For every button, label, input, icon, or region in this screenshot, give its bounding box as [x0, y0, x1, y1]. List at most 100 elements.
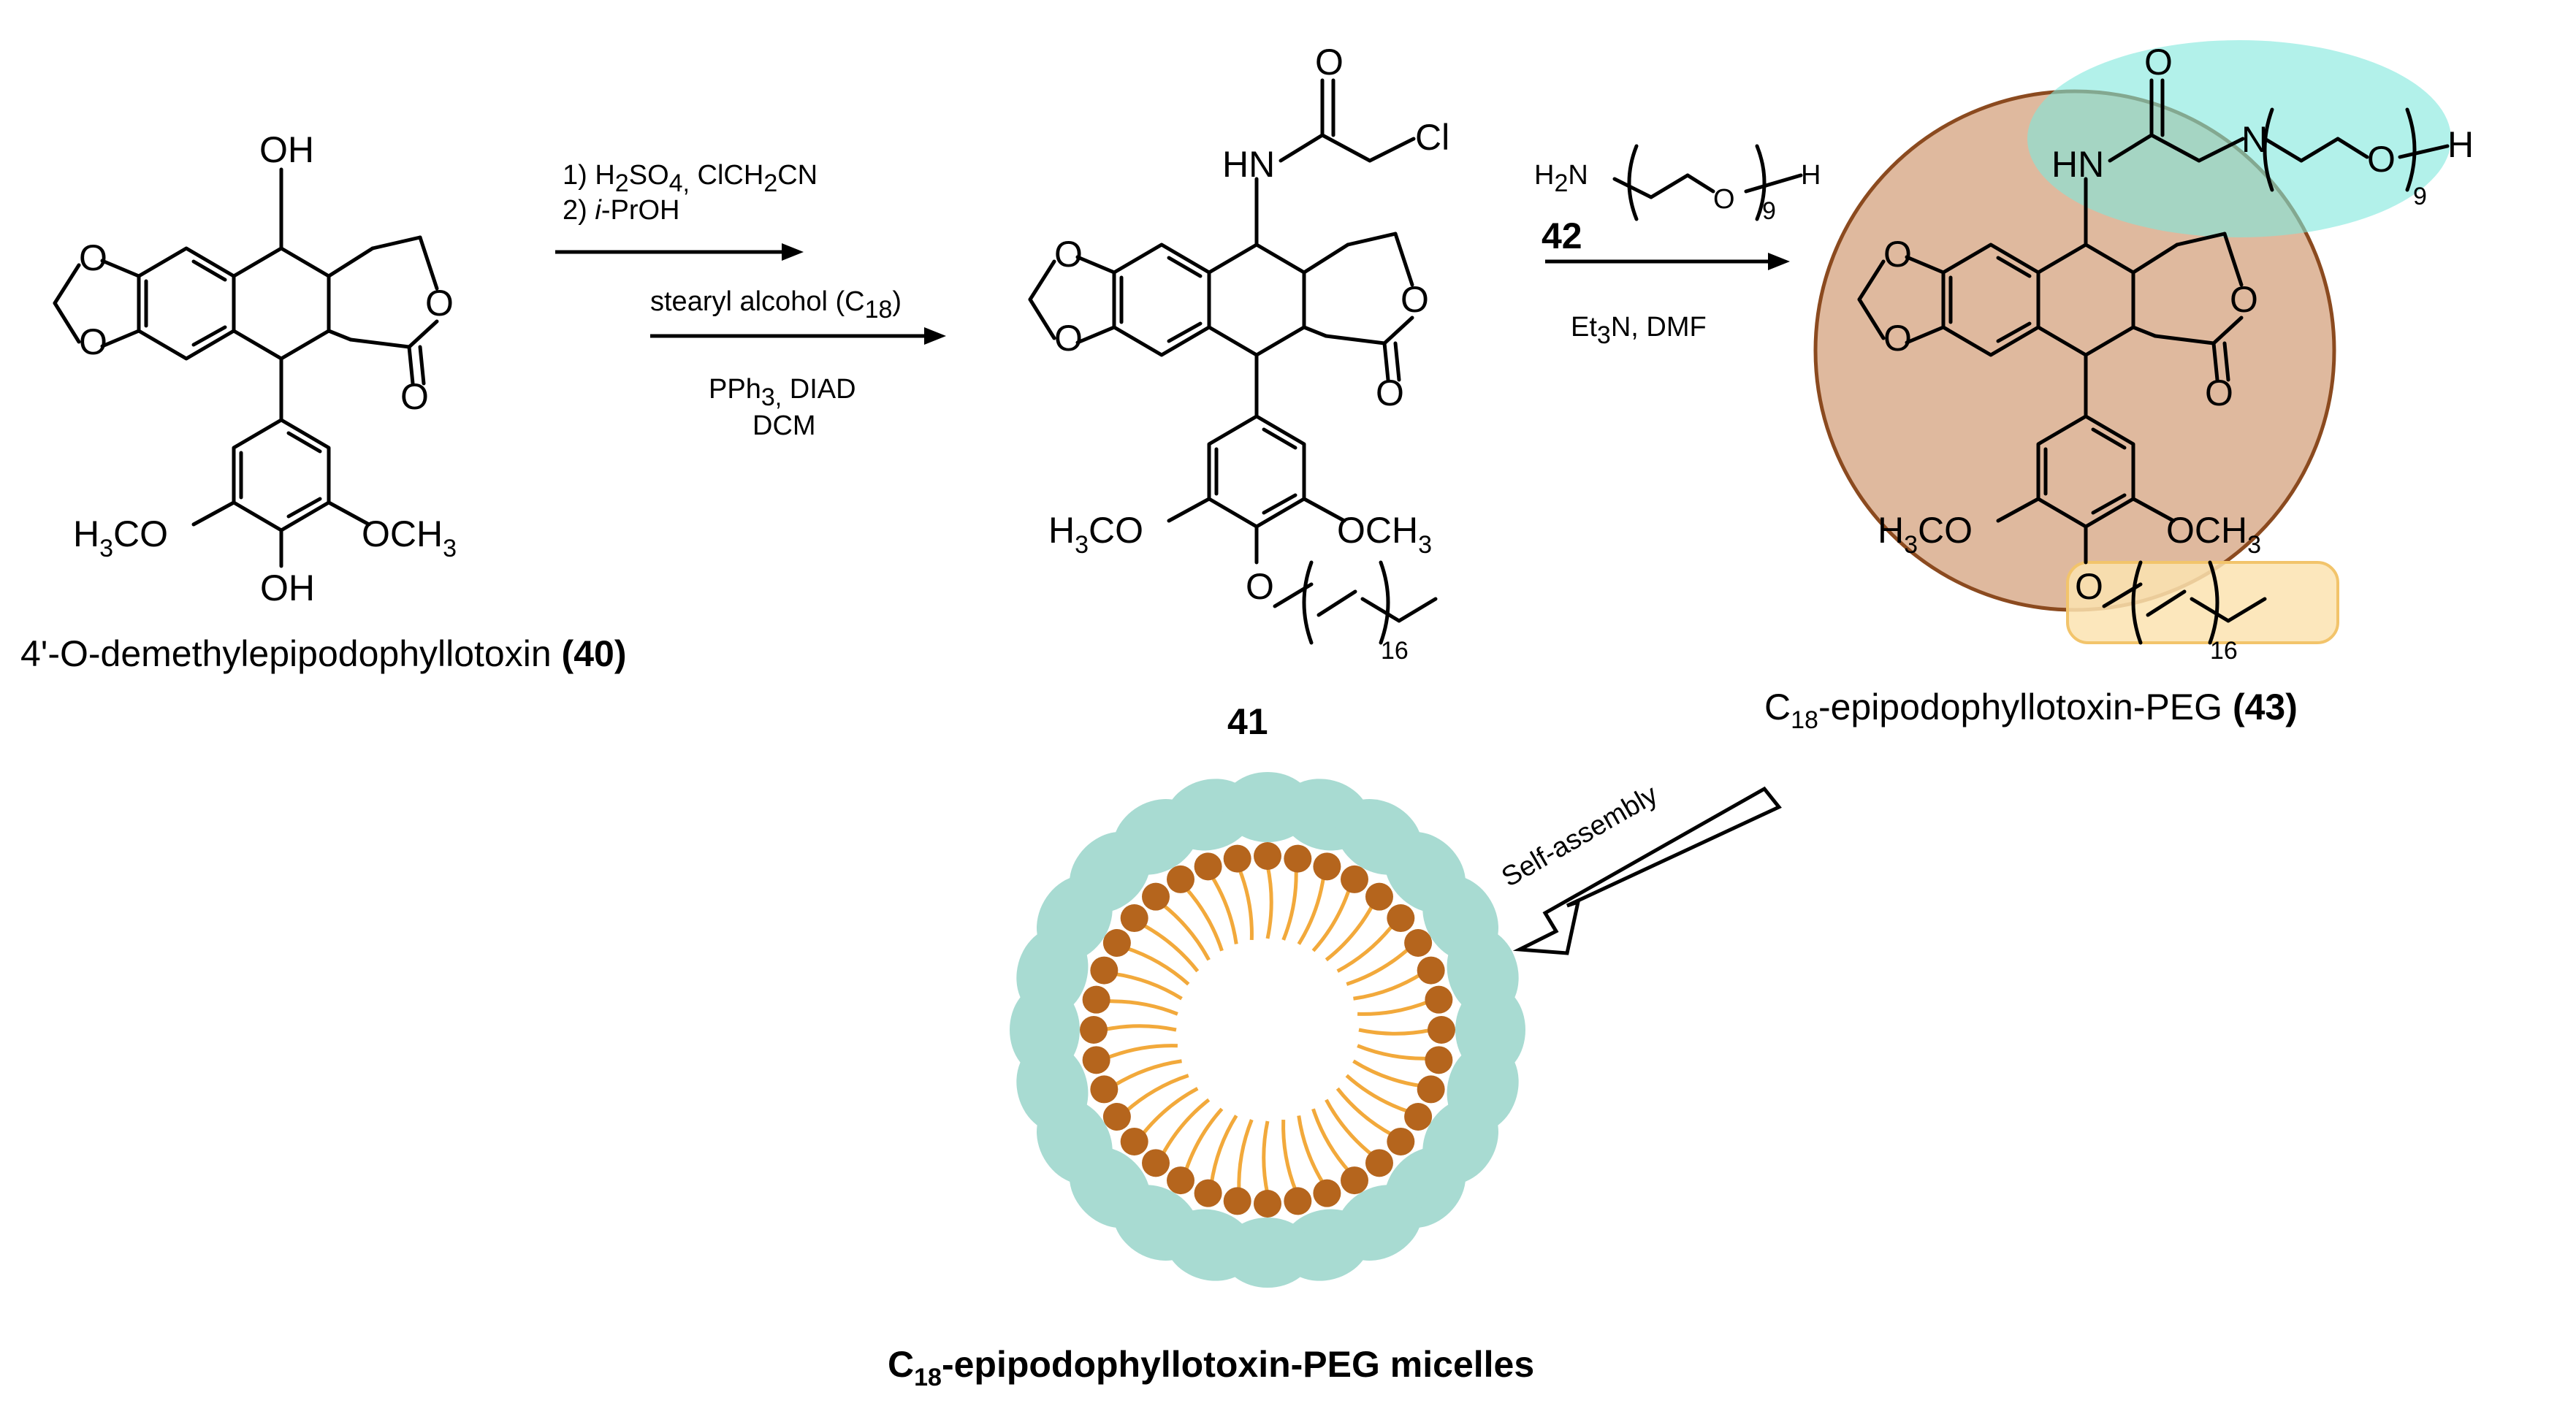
o-carbonyl-41: O [1376, 372, 1404, 413]
polar-head [1425, 985, 1453, 1014]
o-ether-43: O [2075, 566, 2103, 607]
polar-head [1120, 1127, 1148, 1155]
polar-head [1090, 1075, 1119, 1104]
hydrophobic-tail [1336, 922, 1395, 973]
o-amide-41: O [1315, 42, 1344, 83]
polar-head [1284, 1187, 1312, 1215]
o-lactone-41: O [1401, 279, 1429, 320]
h3co-40: H3CO [73, 513, 168, 562]
polar-head [1387, 1127, 1415, 1155]
polar-head [1254, 1190, 1281, 1218]
compound-40-caption: 4'-O-demethylepipodophyllotoxin (40) [20, 633, 626, 674]
compound-43-structure [1857, 78, 2450, 645]
compound-43-caption: C18-epipodophyllotoxin-PEG (43) [1764, 687, 2298, 734]
polar-head [1365, 1149, 1393, 1177]
polar-head [1082, 985, 1110, 1014]
polar-head [1194, 1179, 1222, 1207]
o-dioxole-bottom-40: O [79, 321, 107, 362]
o-dioxole-bottom-43: O [1883, 318, 1912, 359]
o-42: O [1713, 184, 1735, 215]
cl-41: Cl [1415, 117, 1449, 158]
hydrophobic-tail [1160, 902, 1211, 961]
hydrophobic-tail [1345, 1074, 1411, 1114]
self-assembly-arrow [1512, 786, 1782, 955]
h3co-41: H3CO [1048, 510, 1143, 559]
polar-head [1194, 852, 1222, 881]
polar-head [1417, 1075, 1445, 1104]
polar-head [1167, 865, 1194, 893]
reagent-42-label: 42 [1542, 215, 1582, 256]
polar-head [1425, 1046, 1453, 1074]
polar-head [1341, 865, 1368, 893]
hydrophobic-tail [1124, 946, 1190, 986]
step2-reagent-top: stearyl alcohol (C18) [650, 286, 902, 324]
step2-reagent-bottom2: DCM [752, 410, 816, 441]
hydrophobic-tail [1358, 1028, 1433, 1036]
och3-41: OCH3 [1337, 510, 1432, 559]
o-lactone-40: O [425, 283, 454, 324]
hydrophobic-tail [1140, 1087, 1199, 1137]
polar-head [1387, 904, 1415, 933]
polar-head [1341, 1166, 1368, 1195]
hydrophobic-tail [1184, 1107, 1224, 1173]
polar-head [1090, 956, 1119, 985]
o-carbonyl-43: O [2205, 372, 2233, 413]
hydrophobic-tail [1311, 1108, 1352, 1174]
step1-arrow [555, 243, 804, 261]
step2-reagent-bottom1: PPh3, DIAD [709, 374, 856, 411]
polar-head [1254, 842, 1281, 870]
step3-conditions: Et3N, DMF [1571, 312, 1707, 349]
hydrophobic-tail [1105, 999, 1178, 1016]
repeat-16-41: 16 [1381, 637, 1409, 665]
step1-line1: 1) H2SO4, ClCH2CN [563, 160, 818, 197]
och3-43: OCH3 [2166, 510, 2261, 559]
h-42: H [1801, 160, 1821, 191]
repeat-16-43: 16 [2210, 637, 2238, 665]
hydrophobic-tail [1281, 868, 1298, 941]
hydrophobic-tail [1357, 999, 1430, 1016]
reagent-42-structure [1612, 144, 1803, 221]
hydrophobic-tail [1335, 1087, 1395, 1137]
hydrophobic-tail [1140, 922, 1200, 973]
hydrophobic-tail [1297, 1115, 1326, 1185]
hydrophobic-tail [1265, 865, 1273, 939]
o-dioxole-top-43: O [1883, 234, 1912, 275]
step1-line2: 2) i-PrOH [563, 195, 679, 226]
hydrophobic-tail [1124, 1074, 1189, 1114]
polar-head [1142, 1149, 1170, 1177]
step3-arrow [1545, 253, 1790, 270]
micelle-caption: C18-epipodophyllotoxin-PEG micelles [888, 1344, 1534, 1391]
polar-head [1313, 1179, 1341, 1207]
hydrophobic-tail [1325, 903, 1375, 962]
h-terminal-43: H [2447, 124, 2474, 165]
o-carbonyl-40: O [400, 376, 429, 417]
compound-43-atoms: O HN N O H 9 O O O O H3CO OCH3 O 16 [1878, 42, 2474, 665]
hydrophobic-tail [1184, 886, 1224, 952]
hydrophobic-tail [1237, 867, 1254, 940]
h2n-42: H2N [1534, 160, 1588, 197]
hydrophobic-tail [1353, 971, 1423, 1001]
o-dioxole-top-41: O [1054, 234, 1083, 275]
hydrophobic-tail [1346, 946, 1411, 986]
hydrophobic-tail [1325, 1099, 1375, 1158]
compound-41-label: 41 [1227, 701, 1268, 742]
o-lactone-43: O [2230, 279, 2258, 320]
polar-head [1284, 844, 1312, 873]
hydrophobic-tail [1237, 1119, 1254, 1192]
hydrophobic-tail [1209, 874, 1238, 944]
hydrophobic-tail [1102, 1024, 1177, 1032]
hydrophobic-tail [1209, 1115, 1238, 1185]
peg-shell-blob [1447, 927, 1519, 1017]
polar-head [1102, 1103, 1131, 1131]
polar-head [1223, 844, 1251, 873]
hydrophobic-tail [1281, 1120, 1298, 1193]
compound-41-atoms: O HN Cl O O O O H3CO OCH3 O 16 [1048, 42, 1449, 665]
step2-arrow [650, 327, 946, 345]
hydrophobic-tail [1357, 1044, 1430, 1061]
polar-head [1313, 852, 1341, 881]
polar-head [1102, 929, 1131, 957]
o-ether-41: O [1246, 566, 1274, 607]
h3co-43: H3CO [1878, 510, 1973, 559]
polar-head [1120, 904, 1148, 933]
o-dioxole-bottom-41: O [1054, 318, 1083, 359]
